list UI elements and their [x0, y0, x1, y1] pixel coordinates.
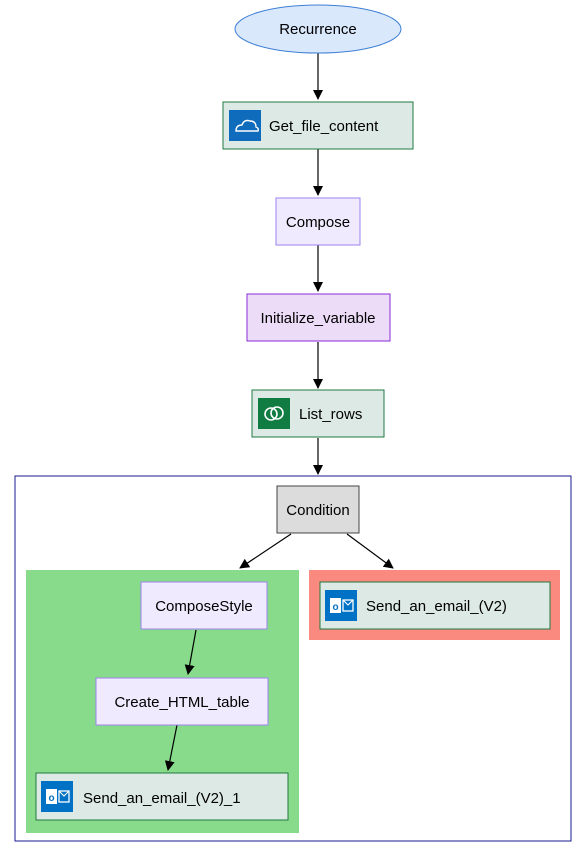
node-list-rows[interactable]: List_rows	[251, 389, 385, 438]
send-email-shape	[319, 581, 551, 630]
node-initialize-variable[interactable]: Initialize_variable	[246, 293, 391, 342]
node-compose-style[interactable]: ComposeStyle	[140, 581, 268, 630]
outlook-icon: o	[325, 590, 357, 621]
dataverse-icon	[258, 398, 290, 429]
node-compose[interactable]: Compose	[275, 197, 361, 246]
initialize-variable-shape	[246, 293, 391, 342]
edges	[164, 53, 394, 771]
node-recurrence[interactable]: Recurrence	[234, 4, 402, 54]
edge-composestyle-createhtml	[184, 629, 197, 675]
compose-shape	[275, 197, 361, 246]
condition-shape	[276, 485, 360, 534]
get-file-content-label: Get_file_content	[269, 118, 379, 135]
edge-createhtml-sendemail1	[164, 724, 178, 771]
node-create-html-table[interactable]: Create_HTML_table	[95, 677, 269, 726]
create-html-table-shape	[95, 677, 269, 726]
svg-text:o: o	[332, 602, 338, 613]
node-send-email-1[interactable]: o Send_an_email_(V2)_1	[35, 772, 289, 821]
onedrive-cloud-icon	[229, 110, 261, 141]
send-email-1-shape	[35, 772, 289, 821]
send-email-label: Send_an_email_(V2)	[366, 598, 507, 615]
compose-style-label: ComposeStyle	[155, 598, 253, 615]
node-get-file-content[interactable]: Get_file_content	[222, 101, 414, 150]
condition-label: Condition	[286, 502, 349, 519]
node-send-email[interactable]: o Send_an_email_(V2)	[319, 581, 551, 630]
svg-text:o: o	[48, 793, 54, 804]
edge-condition-composestyle	[239, 533, 292, 569]
recurrence-shape	[234, 4, 402, 54]
compose-label: Compose	[286, 214, 350, 231]
node-condition[interactable]: Condition	[276, 485, 360, 534]
recurrence-label: Recurrence	[279, 21, 357, 38]
create-html-table-label: Create_HTML_table	[114, 694, 249, 711]
initialize-variable-label: Initialize_variable	[260, 310, 375, 327]
edge-condition-sendemail	[346, 533, 394, 569]
compose-style-shape	[140, 581, 268, 630]
outlook-icon: o	[41, 781, 73, 812]
list-rows-label: List_rows	[299, 406, 362, 423]
send-email-1-label: Send_an_email_(V2)_1	[83, 790, 241, 807]
